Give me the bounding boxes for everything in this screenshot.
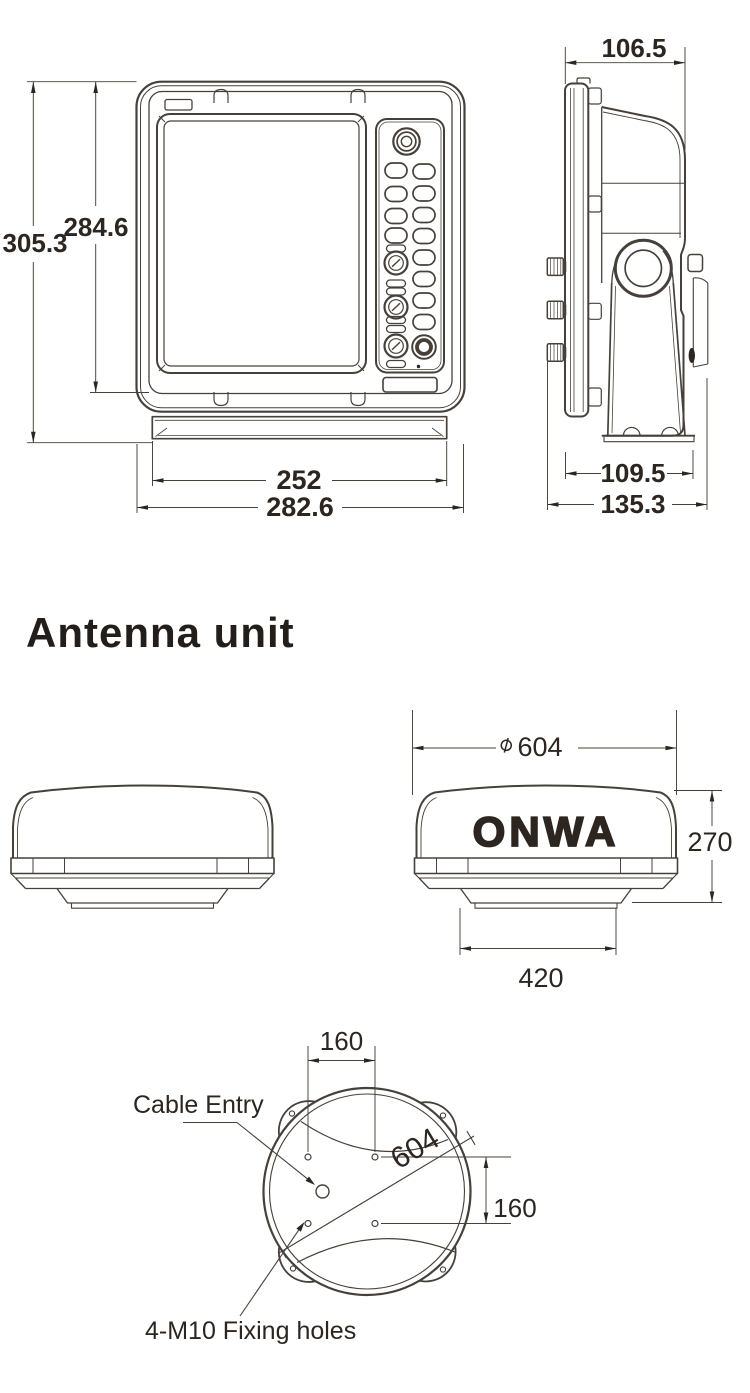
cable-entry-hole [315, 1184, 330, 1199]
fixing-holes-label: 4-M10 Fixing holes [145, 1317, 356, 1345]
front-round-button [411, 334, 437, 360]
dim-side-top-depth: 106.5 [601, 33, 666, 63]
dim-side-overall-depth: 135.3 [600, 489, 665, 519]
dim-antenna-height: 270 [687, 827, 732, 857]
antenna-unit-heading: Antenna unit [26, 609, 295, 656]
dim-front-overall-width: 282.6 [266, 492, 334, 522]
front-rotary-knobs [383, 250, 409, 359]
dim-diameter-symbol: ⌀ [493, 729, 517, 757]
front-mounting-base [151, 415, 448, 440]
antenna-side-view-right: ONWA [413, 784, 679, 909]
bottom-view-dimensions: 160 160 604 Cable Entry 4-M10 Fixing hol… [133, 1026, 537, 1345]
fixing-holes [304, 1153, 379, 1228]
antenna-side-view-left [10, 784, 275, 909]
antenna-brand-logo: ONWA [473, 808, 620, 855]
dim-hole-pitch-y: 160 [493, 1193, 536, 1223]
dim-antenna-base-width: 420 [518, 963, 563, 993]
dim-front-body-height: 284.6 [63, 212, 128, 242]
dim-front-base-width: 252 [276, 465, 321, 495]
front-top-knob [392, 127, 421, 156]
front-badge [164, 98, 193, 111]
side-connectors [546, 257, 567, 362]
dim-hole-pitch-x: 160 [320, 1026, 363, 1056]
display-unit-front-view [135, 80, 466, 440]
side-mount-knob [613, 238, 673, 298]
front-keypad [375, 118, 445, 374]
side-clamp-handle [687, 253, 709, 368]
front-screen [156, 113, 367, 374]
dim-front-overall-height: 305.3 [2, 228, 67, 258]
front-label-plate [382, 376, 438, 393]
antenna-bottom-view [262, 1086, 472, 1297]
dim-mount-circle-diameter: 604 [385, 1122, 445, 1176]
dim-antenna-dome-diameter: 604 [517, 732, 562, 762]
display-unit-side-view [546, 77, 709, 443]
dim-side-bracket-depth: 109.5 [600, 458, 665, 488]
side-view-dimensions: 106.5 109.5 135.3 [547, 33, 708, 519]
cable-entry-label: Cable Entry [133, 1091, 264, 1119]
front-view-dimensions: 305.3 284.6 252 282.6 [2, 81, 464, 522]
